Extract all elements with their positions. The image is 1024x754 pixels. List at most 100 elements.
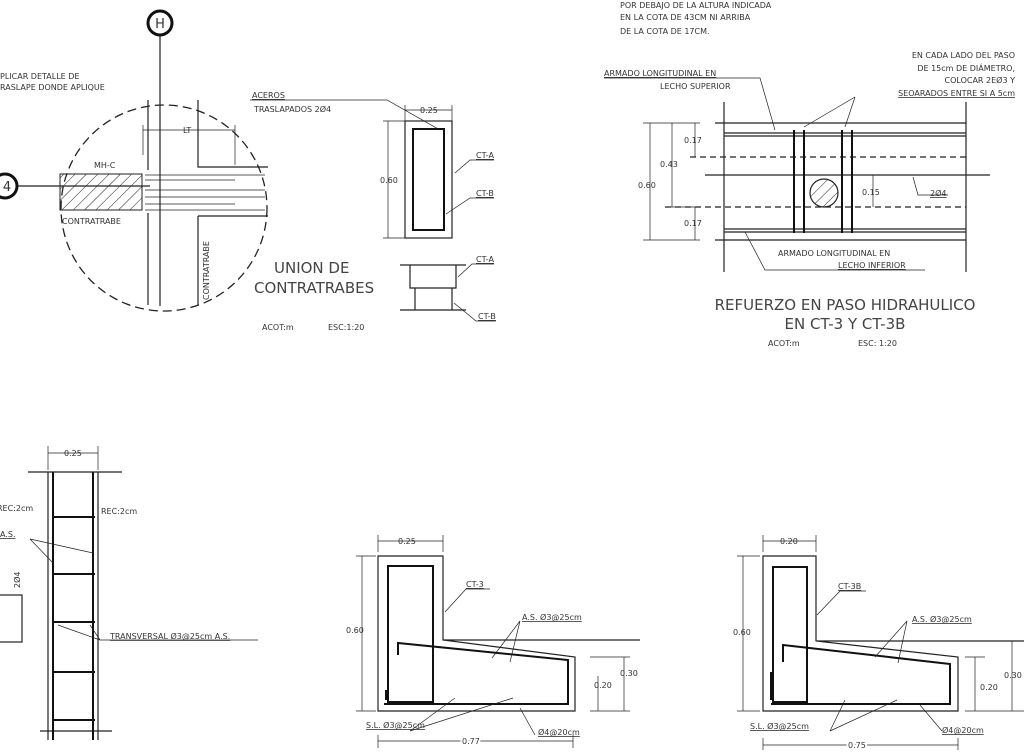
leader-line bbox=[250, 99, 441, 131]
ct-a-label: CT-A bbox=[476, 151, 494, 160]
dim-015: 0.15 bbox=[862, 188, 880, 197]
dim-width: 0.25 bbox=[64, 449, 82, 458]
column-rebar bbox=[52, 472, 95, 740]
dimension-lines bbox=[737, 535, 1024, 750]
mh-c-hatch bbox=[59, 173, 143, 211]
dimension-lines bbox=[643, 122, 948, 241]
rec-label: REC:2cm bbox=[101, 507, 137, 516]
ct3b-outline bbox=[762, 555, 1024, 712]
ct3b-label: CT-3B bbox=[838, 582, 861, 591]
limit-lines bbox=[665, 156, 966, 208]
scale-label: ESC:1:20 bbox=[328, 323, 364, 332]
bottom-bar-label: Ø4@20cm bbox=[942, 725, 984, 735]
lap-bars bbox=[145, 174, 265, 211]
note-line: DE LA COTA DE 17CM. bbox=[620, 27, 710, 36]
aceros-label: ACEROS bbox=[252, 91, 285, 100]
leader-line bbox=[409, 588, 536, 736]
axis-bubble-4: 4 bbox=[0, 172, 19, 200]
as-label: A.S. bbox=[0, 530, 16, 539]
as-label: A.S. Ø3@25cm bbox=[912, 614, 972, 624]
bottom-reinforcement-label: ARMADO LONGITUDINAL EN bbox=[778, 249, 890, 258]
section-ct3: 0.25 0.60 CT-3 A.S. Ø3@25cm 0.30 0.20 S.… bbox=[346, 535, 640, 748]
dim-width: 0.25 bbox=[420, 106, 438, 115]
bottom-bar-label: Ø4@20cm bbox=[538, 727, 580, 737]
detail-paso-hidraulico: POR DEBAJO DE LA ALTURA INDICADA EN LA C… bbox=[604, 1, 1015, 348]
bars-label: 2Ø4 bbox=[930, 188, 946, 198]
dim-height: 0.60 bbox=[733, 628, 751, 637]
lt-label: LT bbox=[183, 126, 191, 135]
dim-length: 0.75 bbox=[848, 741, 866, 750]
dim-width: 0.25 bbox=[398, 537, 416, 546]
ct-b-label: CT-B bbox=[476, 189, 494, 198]
column-outline bbox=[28, 471, 122, 740]
dimension-lines bbox=[47, 446, 99, 470]
footing-rebar bbox=[384, 641, 569, 705]
section-ct3b: 0.20 0.60 CT-3B A.S. Ø3@25cm 0.30 0.20 S… bbox=[733, 535, 1024, 752]
dim-030: 0.30 bbox=[620, 669, 638, 678]
leader-line bbox=[816, 590, 943, 732]
stirrup bbox=[412, 128, 445, 231]
detail-union-contratrabes: H 4 PLICAR DETALLE DE RASLAPE DONDE APLI… bbox=[0, 9, 496, 332]
note-line: DE 15cm DE DIÁMETRO, bbox=[917, 62, 1015, 73]
ct-b-label: CT-B bbox=[478, 312, 496, 321]
top-reinforcement-label: ARMADO LONGITUDINAL EN bbox=[604, 69, 716, 78]
note-line: EN CADA LADO DEL PASO bbox=[912, 51, 1015, 60]
dim-height: 0.60 bbox=[346, 626, 364, 635]
lt-dimension bbox=[142, 125, 236, 165]
detail-title: REFUERZO EN PASO HIDRAHULICO bbox=[715, 296, 976, 314]
bottom-reinforcement-label: LECHO INFERIOR bbox=[838, 261, 906, 270]
footing-rebar bbox=[770, 643, 951, 705]
detail-column: 0.25 REC:2cm REC:2cm A.S. 2Ø4 TRANSVERSA… bbox=[0, 446, 258, 740]
pipe-hole bbox=[809, 178, 839, 208]
dim-043: 0.43 bbox=[660, 160, 678, 169]
dim-017: 0.17 bbox=[684, 219, 702, 228]
aceros-label: TRASLAPADOS 2Ø4 bbox=[253, 104, 331, 114]
stirrup bbox=[387, 565, 434, 703]
leader-line bbox=[453, 263, 496, 322]
bars-label: 2Ø4 bbox=[12, 572, 22, 588]
note-line: RASLAPE DONDE APLIQUE bbox=[0, 83, 105, 92]
dim-060: 0.60 bbox=[638, 181, 656, 190]
contratrabe-label: CONTRATRABE bbox=[62, 217, 121, 226]
rec-label: REC:2cm bbox=[0, 504, 33, 513]
dim-020: 0.20 bbox=[980, 683, 998, 692]
ct-elevation bbox=[400, 264, 466, 311]
beam-lines bbox=[705, 102, 990, 272]
contratrabe-walls bbox=[147, 100, 268, 305]
axis-4-label: 4 bbox=[3, 180, 11, 195]
dim-020: 0.20 bbox=[594, 681, 612, 690]
stirrup bbox=[772, 566, 808, 703]
ct3-outline bbox=[377, 555, 640, 712]
detail-title: UNION DE bbox=[274, 259, 349, 277]
mh-c-label: MH-C bbox=[94, 161, 116, 170]
leader-line bbox=[29, 538, 258, 641]
note-line: POR DEBAJO DE LA ALTURA INDICADA bbox=[620, 1, 772, 10]
ct3-label: CT-3 bbox=[466, 580, 484, 589]
small-section bbox=[0, 594, 23, 643]
acot-label: ACOT:m bbox=[262, 323, 294, 332]
dim-017: 0.17 bbox=[684, 136, 702, 145]
note-line: SEOARADOS ENTRE SI A 5cm bbox=[898, 89, 1015, 98]
dim-030: 0.30 bbox=[1004, 671, 1022, 680]
dim-width: 0.20 bbox=[780, 537, 798, 546]
top-reinforcement-label: LECHO SUPERIOR bbox=[660, 82, 731, 91]
stirrups bbox=[793, 130, 853, 233]
axis-bubble-h: H bbox=[146, 9, 174, 37]
ct-a-label: CT-A bbox=[476, 255, 494, 264]
acot-label: ACOT:m bbox=[768, 339, 800, 348]
dimension-lines bbox=[383, 105, 453, 239]
leader-line bbox=[744, 231, 925, 271]
scale-label: ESC: 1:20 bbox=[858, 339, 897, 348]
dimension-lines bbox=[356, 535, 630, 748]
dim-length: 0.77 bbox=[462, 737, 480, 746]
detail-title: EN CT-3 Y CT-3B bbox=[785, 315, 906, 333]
detail-title: CONTRATRABES bbox=[254, 279, 374, 297]
note-line: COLOCAR 2EØ3 Y bbox=[945, 75, 1016, 85]
contratrabe-vertical-label: CONTRATRABE bbox=[202, 241, 211, 300]
transversal-label: TRANSVERSAL Ø3@25cm A.S. bbox=[109, 631, 230, 641]
axis-h-label: H bbox=[155, 17, 165, 32]
note-line: PLICAR DETALLE DE bbox=[0, 72, 79, 81]
dim-height: 0.60 bbox=[380, 176, 398, 185]
sl-label: S.L. Ø3@25cm bbox=[750, 721, 809, 731]
